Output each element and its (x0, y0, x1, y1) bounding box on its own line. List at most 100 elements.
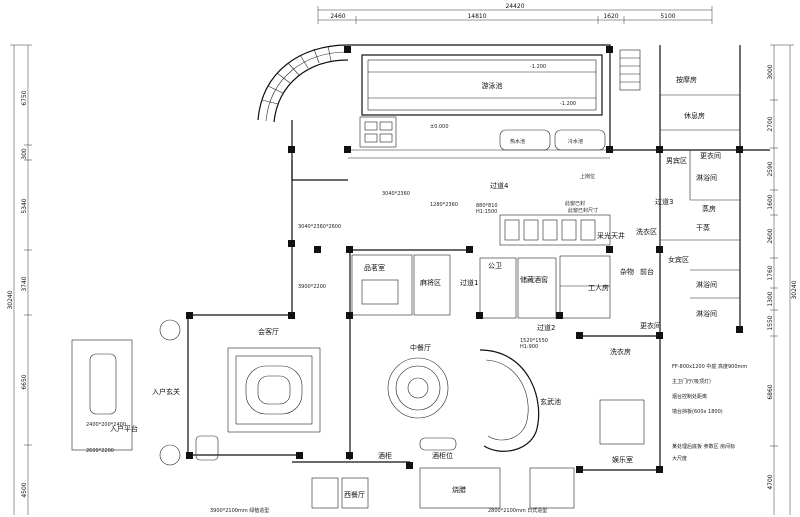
room-womens-area: 女宾区 (668, 255, 689, 264)
structural-column (344, 146, 351, 153)
left-dimension-6: 4500 (21, 482, 28, 497)
columns (186, 46, 743, 473)
size-2: 1280*2360 (430, 202, 458, 208)
room-kitchen: 烧腊 (452, 485, 466, 494)
right-dimension-7: 1300 (767, 291, 774, 306)
structural-column (576, 332, 583, 339)
room-staff: 工人房 (588, 283, 609, 292)
room-wine-rack: 酒柜位 (432, 451, 453, 460)
right-dimension-8: 1550 (767, 315, 774, 330)
room-storage: 杂物 (620, 267, 634, 276)
spa-block: 按摩房 休息房 男宾区 更衣间 淋浴间 蒸房 干蒸 女宾区 淋浴间 淋浴间 更衣… (580, 49, 740, 330)
note-6: 大尺度 (672, 455, 687, 462)
room-ktv: 娱乐室 (612, 455, 633, 464)
top-total-dimension: 24420 (505, 3, 524, 10)
room-western-dining: 西餐厅 (344, 490, 365, 499)
note-3: 烟台控制处距离 (672, 393, 707, 400)
right-dimension-5: 2600 (767, 228, 774, 243)
spiral-staircase-top (257, 44, 349, 123)
note-12: 3900*2100mm 绿植造型 (210, 507, 269, 514)
right-dimension-1: 3000 (767, 64, 774, 79)
structural-column (406, 462, 413, 469)
room-dressing: 洗衣房 (610, 347, 631, 356)
room-massage: 按摩房 (676, 75, 697, 84)
structural-column (288, 146, 295, 153)
room-wine-cellar: 储藏酒窖 (520, 275, 548, 284)
room-chinese-dining: 中餐厅 (410, 343, 431, 352)
room-skylight: 采光天井 (597, 231, 625, 240)
right-dimension-9: 6860 (767, 384, 774, 399)
structural-column (736, 326, 743, 333)
outer-walls (187, 44, 770, 471)
structural-column (656, 246, 663, 253)
structural-column (656, 332, 663, 339)
level-deck: ±0.000 (430, 124, 449, 130)
level-pool-2: -1.200 (560, 101, 576, 107)
right-dimension-2: 2700 (767, 116, 774, 131)
size-1: 3040*2360 (382, 191, 410, 197)
room-wash-area: 洗衣区 (636, 227, 657, 236)
left-total-dimension: 30240 (7, 290, 14, 309)
swimming-pool: 游泳池 -1.200 -1.200 热水池 冷水池 ±0.000 (348, 54, 610, 159)
service-block: 过道4 过道3 过道1 过道2 此窗已封 此窗已封尺寸 采光天井 洗衣区 工人房… (382, 181, 673, 356)
room-shower-1: 淋浴间 (696, 173, 717, 182)
structural-column (606, 146, 613, 153)
room-bar: 酒柜 (378, 451, 392, 460)
structural-column (186, 452, 193, 459)
room-xuanwu-pool: 玄武池 (540, 397, 561, 406)
room-sauna: 蒸房 (702, 204, 716, 213)
top-dimension-1: 2460 (330, 13, 345, 20)
structural-column (606, 46, 613, 53)
right-dimension-line: 3000 2700 2590 1600 2600 1760 1300 1550 … (767, 44, 798, 515)
structural-column (346, 246, 353, 253)
top-dimension-3: 1620 (603, 13, 618, 20)
structural-column (656, 466, 663, 473)
top-dimension-4: 5100 (660, 13, 675, 20)
structural-column (288, 240, 295, 247)
right-dimension-3: 2590 (767, 161, 774, 176)
right-total-dimension: 30240 (791, 280, 798, 299)
room-changing-1: 更衣间 (700, 151, 721, 160)
middle-rooms: 品茗室 麻将区 公卫 储藏酒窖 (351, 254, 557, 319)
window-note-1: 此窗已封 (565, 200, 585, 207)
right-dimension-10: 4700 (767, 474, 774, 489)
corridor-4: 过道4 (490, 181, 509, 190)
room-rest: 休息房 (684, 111, 705, 120)
room-banquet: 会客厅 (258, 327, 279, 336)
chinese-dining: 中餐厅 酒柜 酒柜位 (378, 343, 457, 460)
left-dimension-5: 6650 (21, 374, 28, 389)
corridor-2: 过道2 (537, 323, 555, 332)
structural-column (736, 146, 743, 153)
h1-900: H1:900 (520, 344, 538, 350)
room-mens-area: 男宾区 (666, 156, 687, 165)
note-2: 主卫门厅(吸顶灯) (672, 378, 711, 385)
note-10: 2600*2200 (86, 448, 114, 454)
structural-column (186, 312, 193, 319)
structural-column (346, 452, 353, 459)
note-7: 上岗位 (580, 173, 595, 180)
room-public-wc: 公卫 (488, 262, 502, 270)
top-dimension-2: 14810 (467, 13, 486, 20)
note-1: FF-800x1200 中庭 高度900mm (672, 363, 747, 370)
right-dimension-4: 1600 (767, 194, 774, 209)
room-changing-2: 更衣间 (640, 321, 661, 330)
structural-column (606, 246, 613, 253)
corridor-3: 过道3 (655, 197, 673, 206)
structural-column (344, 46, 351, 53)
structural-column (576, 466, 583, 473)
left-dimension-line: 30240 6750 300 5340 3740 6650 4500 (7, 44, 32, 515)
note-8: 3040*2360*2600 (298, 224, 341, 230)
corridor-1: 过道1 (460, 278, 478, 287)
room-shower-3: 淋浴间 (696, 309, 717, 318)
room-pool: 游泳池 (482, 81, 503, 90)
structural-column (346, 312, 353, 319)
structural-column (288, 312, 295, 319)
window-note-2: 此窗已封尺寸 (568, 207, 598, 214)
room-tea: 品茗室 (364, 263, 385, 272)
room-cold-pool: 冷水池 (568, 138, 583, 145)
room-entrance-platform: 入户平台 (110, 424, 138, 433)
level-pool: -1.200 (530, 64, 546, 70)
note-9: 2400*200*2400 (86, 422, 126, 428)
structural-column (466, 246, 473, 253)
